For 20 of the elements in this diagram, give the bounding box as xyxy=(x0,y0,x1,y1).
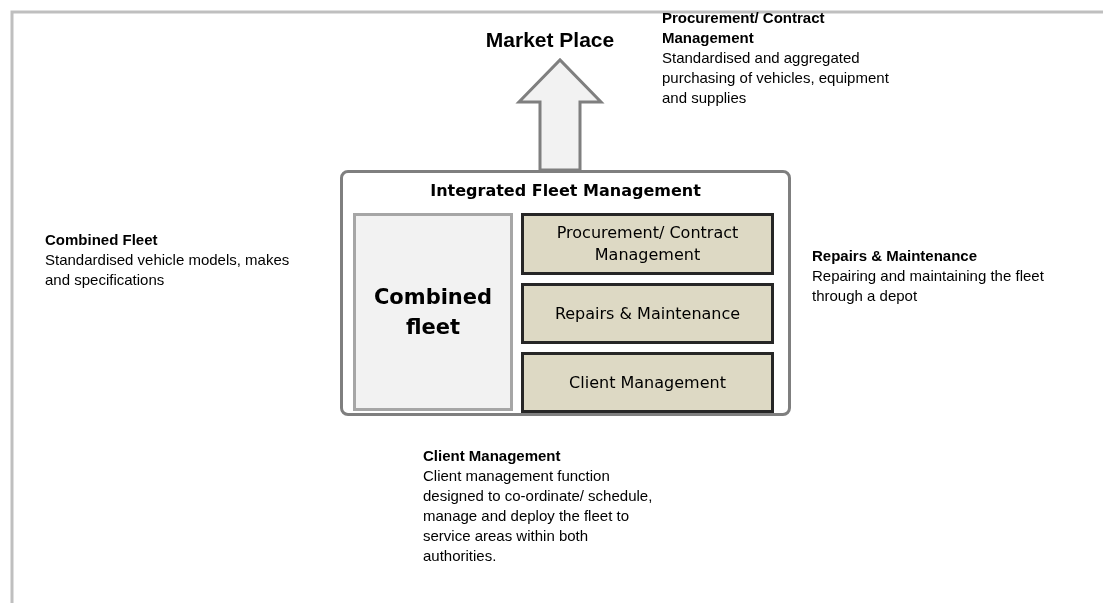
node-label: Market Place xyxy=(485,28,615,52)
function-box xyxy=(521,352,774,413)
box-label: Procurement/ Contract Management xyxy=(555,222,740,266)
description-text: Client management function designed to co-ordinate/ schedule, manage and deploy the fleet to service areas within both authorities. xyxy=(423,466,653,566)
description-text: Standardised and aggregated purchasing of vehicles, equipment and supplies xyxy=(662,48,890,108)
function-box xyxy=(521,283,774,344)
box-heading: Integrated Fleet Management xyxy=(430,181,701,200)
description-heading: Client Management xyxy=(423,446,562,466)
description-heading: Repairs & Maintenance xyxy=(812,246,979,266)
container-box xyxy=(340,170,791,416)
box-label: Client Management xyxy=(569,371,726,394)
description-heading: Procurement/ Contract Management xyxy=(662,8,826,48)
description-text: Standardised vehicle models, makes and specifications xyxy=(45,250,291,290)
description-text: Repairing and maintaining the fleet through a depot xyxy=(812,266,1045,306)
box-label: Combined fleet xyxy=(372,284,494,341)
description-heading: Combined Fleet xyxy=(45,230,159,250)
function-box xyxy=(521,213,774,275)
block-arrow xyxy=(515,57,605,172)
group-box xyxy=(353,213,513,411)
box-label: Repairs & Maintenance xyxy=(554,302,741,325)
